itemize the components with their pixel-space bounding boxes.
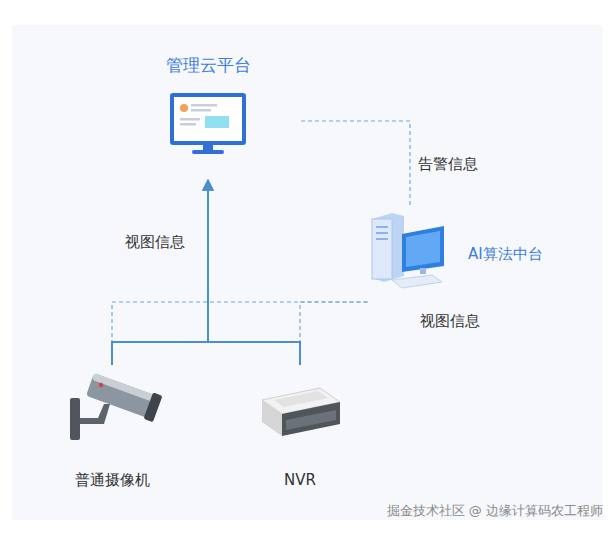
dashed-flow-line	[300, 302, 368, 365]
cloud-platform-node: 管理云平台	[116, 50, 300, 180]
camera-node: 普通摄像机	[62, 365, 162, 495]
pc-monitor-frame	[402, 226, 444, 272]
tower-slot	[376, 238, 388, 240]
ai-platform-node: AI算法中台	[368, 205, 568, 305]
dashed-flow-line	[112, 302, 368, 365]
edge-label: 视图信息	[420, 312, 480, 331]
screen-line	[191, 109, 211, 112]
pc-monitor-stand	[420, 268, 426, 274]
screen-line	[191, 104, 217, 107]
pc-monitor-screen	[406, 231, 440, 267]
tower-front	[372, 219, 392, 279]
camera-led	[99, 383, 103, 387]
camera-icon	[70, 371, 162, 440]
tower-slot	[376, 232, 388, 234]
node-label: NVR	[250, 471, 350, 489]
camera-arm	[80, 404, 110, 424]
watermark: 掘金技术社区 @ 边缘计算码农工程师	[387, 502, 603, 520]
tower-slot	[376, 226, 388, 228]
monitor-screen	[174, 97, 242, 141]
tower-side	[372, 213, 404, 282]
computer-icon	[372, 213, 444, 288]
screen-avatar	[180, 104, 188, 112]
camera-lens	[144, 392, 163, 422]
nvr-node: NVR	[250, 365, 350, 495]
node-label: AI算法中台	[468, 245, 568, 264]
node-label: 管理云平台	[116, 54, 300, 77]
node-label: 普通摄像机	[62, 471, 162, 490]
screen-panel	[205, 116, 229, 128]
monitor-base	[192, 150, 224, 154]
edge-label: 告警信息	[418, 155, 478, 174]
data-flow-line	[112, 180, 208, 365]
nvr-icon	[262, 388, 340, 436]
nvr-side	[262, 400, 282, 436]
data-flow-line	[208, 180, 300, 365]
background-panel	[12, 25, 603, 520]
nvr-top-panel	[274, 391, 328, 407]
keyboard	[392, 275, 442, 288]
screen-line	[180, 123, 196, 126]
screen-line	[180, 118, 200, 121]
edge-label: 视图信息	[125, 233, 185, 252]
monitor-icon	[170, 93, 246, 154]
nvr-front	[282, 402, 340, 436]
camera-hood	[92, 373, 158, 403]
nvr-bays	[286, 410, 336, 430]
camera-mount-plate	[70, 398, 80, 440]
dashed-flow-line	[300, 121, 410, 205]
monitor-frame	[170, 93, 246, 145]
